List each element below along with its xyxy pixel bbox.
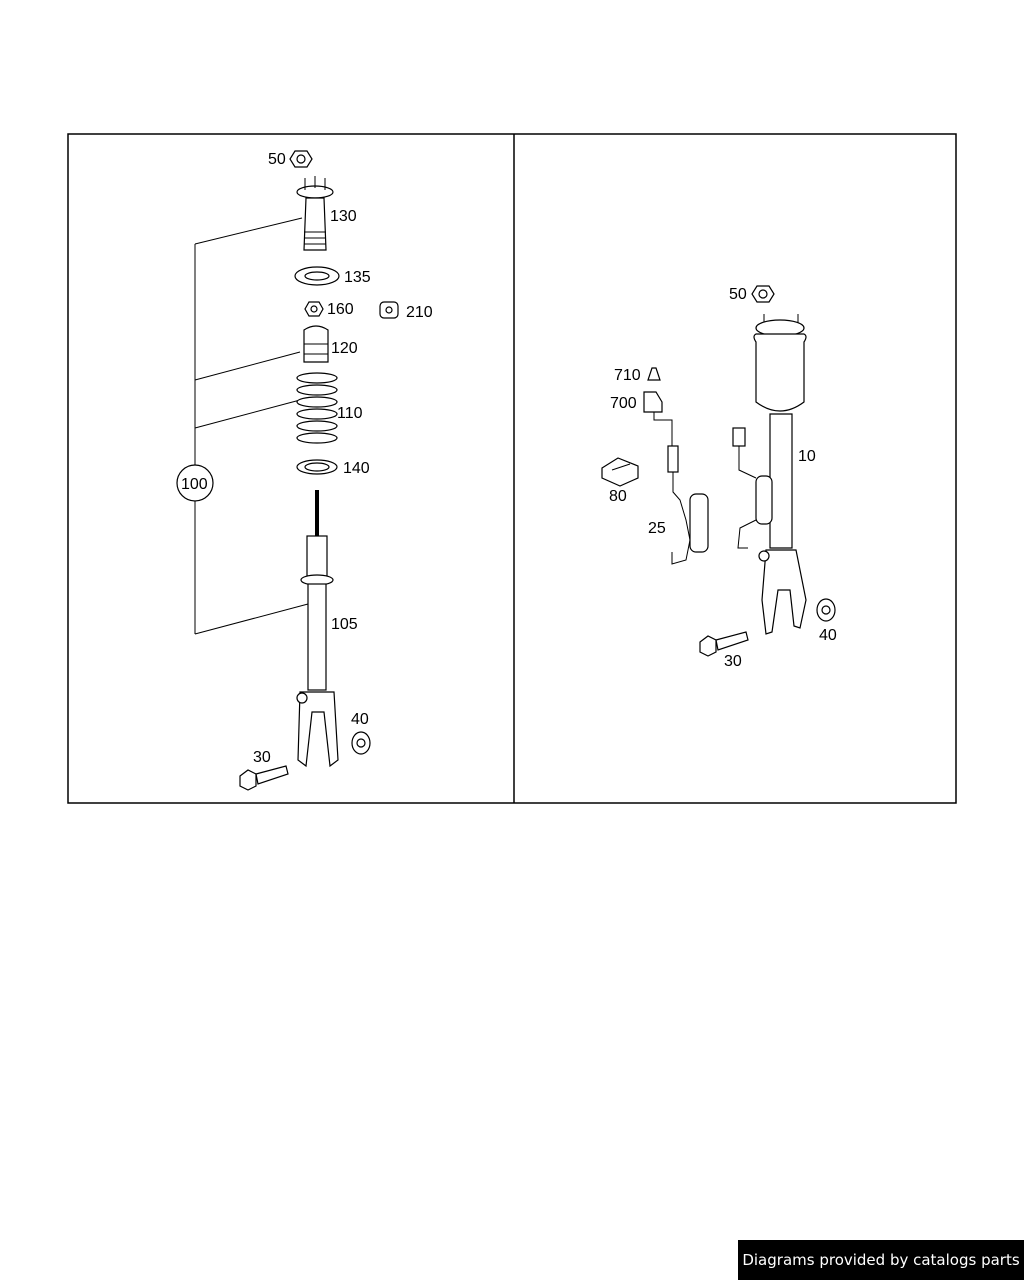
bracket-part	[601, 457, 639, 487]
right-panel	[601, 285, 836, 657]
bolt-part	[699, 631, 749, 657]
callout-50: 50	[268, 151, 286, 168]
diagram-frame	[67, 133, 957, 804]
air-strut-part	[732, 314, 807, 635]
coil-spring-part	[296, 372, 338, 444]
bump-stop-part	[303, 325, 329, 363]
top-mount-part	[296, 176, 334, 251]
assembly-bracket	[194, 217, 309, 635]
flange-nut-part	[351, 731, 371, 755]
nut-part	[289, 150, 313, 168]
callout-120: 120	[331, 340, 358, 357]
assembly-circle	[176, 464, 214, 502]
callout-30: 30	[724, 653, 742, 670]
callout-110: 110	[337, 405, 363, 422]
callout-210: 210	[406, 304, 433, 321]
callout-700: 700	[610, 395, 637, 412]
strut-part	[296, 490, 339, 768]
connector-part	[643, 391, 673, 446]
left-callouts: 50 130 135 160 210 120 110 140 100 105 4…	[181, 151, 433, 766]
sensor-harness-part	[667, 445, 709, 565]
spring-pad-part	[296, 459, 338, 475]
callout-130: 130	[330, 208, 357, 225]
small-nut-part	[304, 301, 324, 317]
callout-25: 25	[648, 520, 666, 537]
nut-part	[751, 285, 775, 303]
callout-40: 40	[351, 711, 369, 728]
callout-50: 50	[729, 286, 747, 303]
bolt-part	[239, 765, 289, 791]
left-panel	[176, 150, 399, 791]
callout-710: 710	[614, 367, 641, 384]
callout-10: 10	[798, 448, 816, 465]
callout-105: 105	[331, 616, 358, 633]
callout-80: 80	[609, 488, 627, 505]
callout-100: 100	[181, 476, 208, 493]
flange-nut-part	[816, 598, 836, 622]
callout-135: 135	[344, 269, 371, 286]
callout-140: 140	[343, 460, 370, 477]
right-callouts: 50 710 700 10 80 25 40 30	[609, 286, 837, 670]
callout-40: 40	[819, 627, 837, 644]
callout-30: 30	[253, 749, 271, 766]
cap-part	[647, 367, 661, 381]
credit-banner: Diagrams provided by catalogs parts	[738, 1240, 1024, 1280]
callout-160: 160	[327, 301, 354, 318]
spring-seat-part	[294, 266, 340, 286]
clip-part	[379, 301, 399, 319]
